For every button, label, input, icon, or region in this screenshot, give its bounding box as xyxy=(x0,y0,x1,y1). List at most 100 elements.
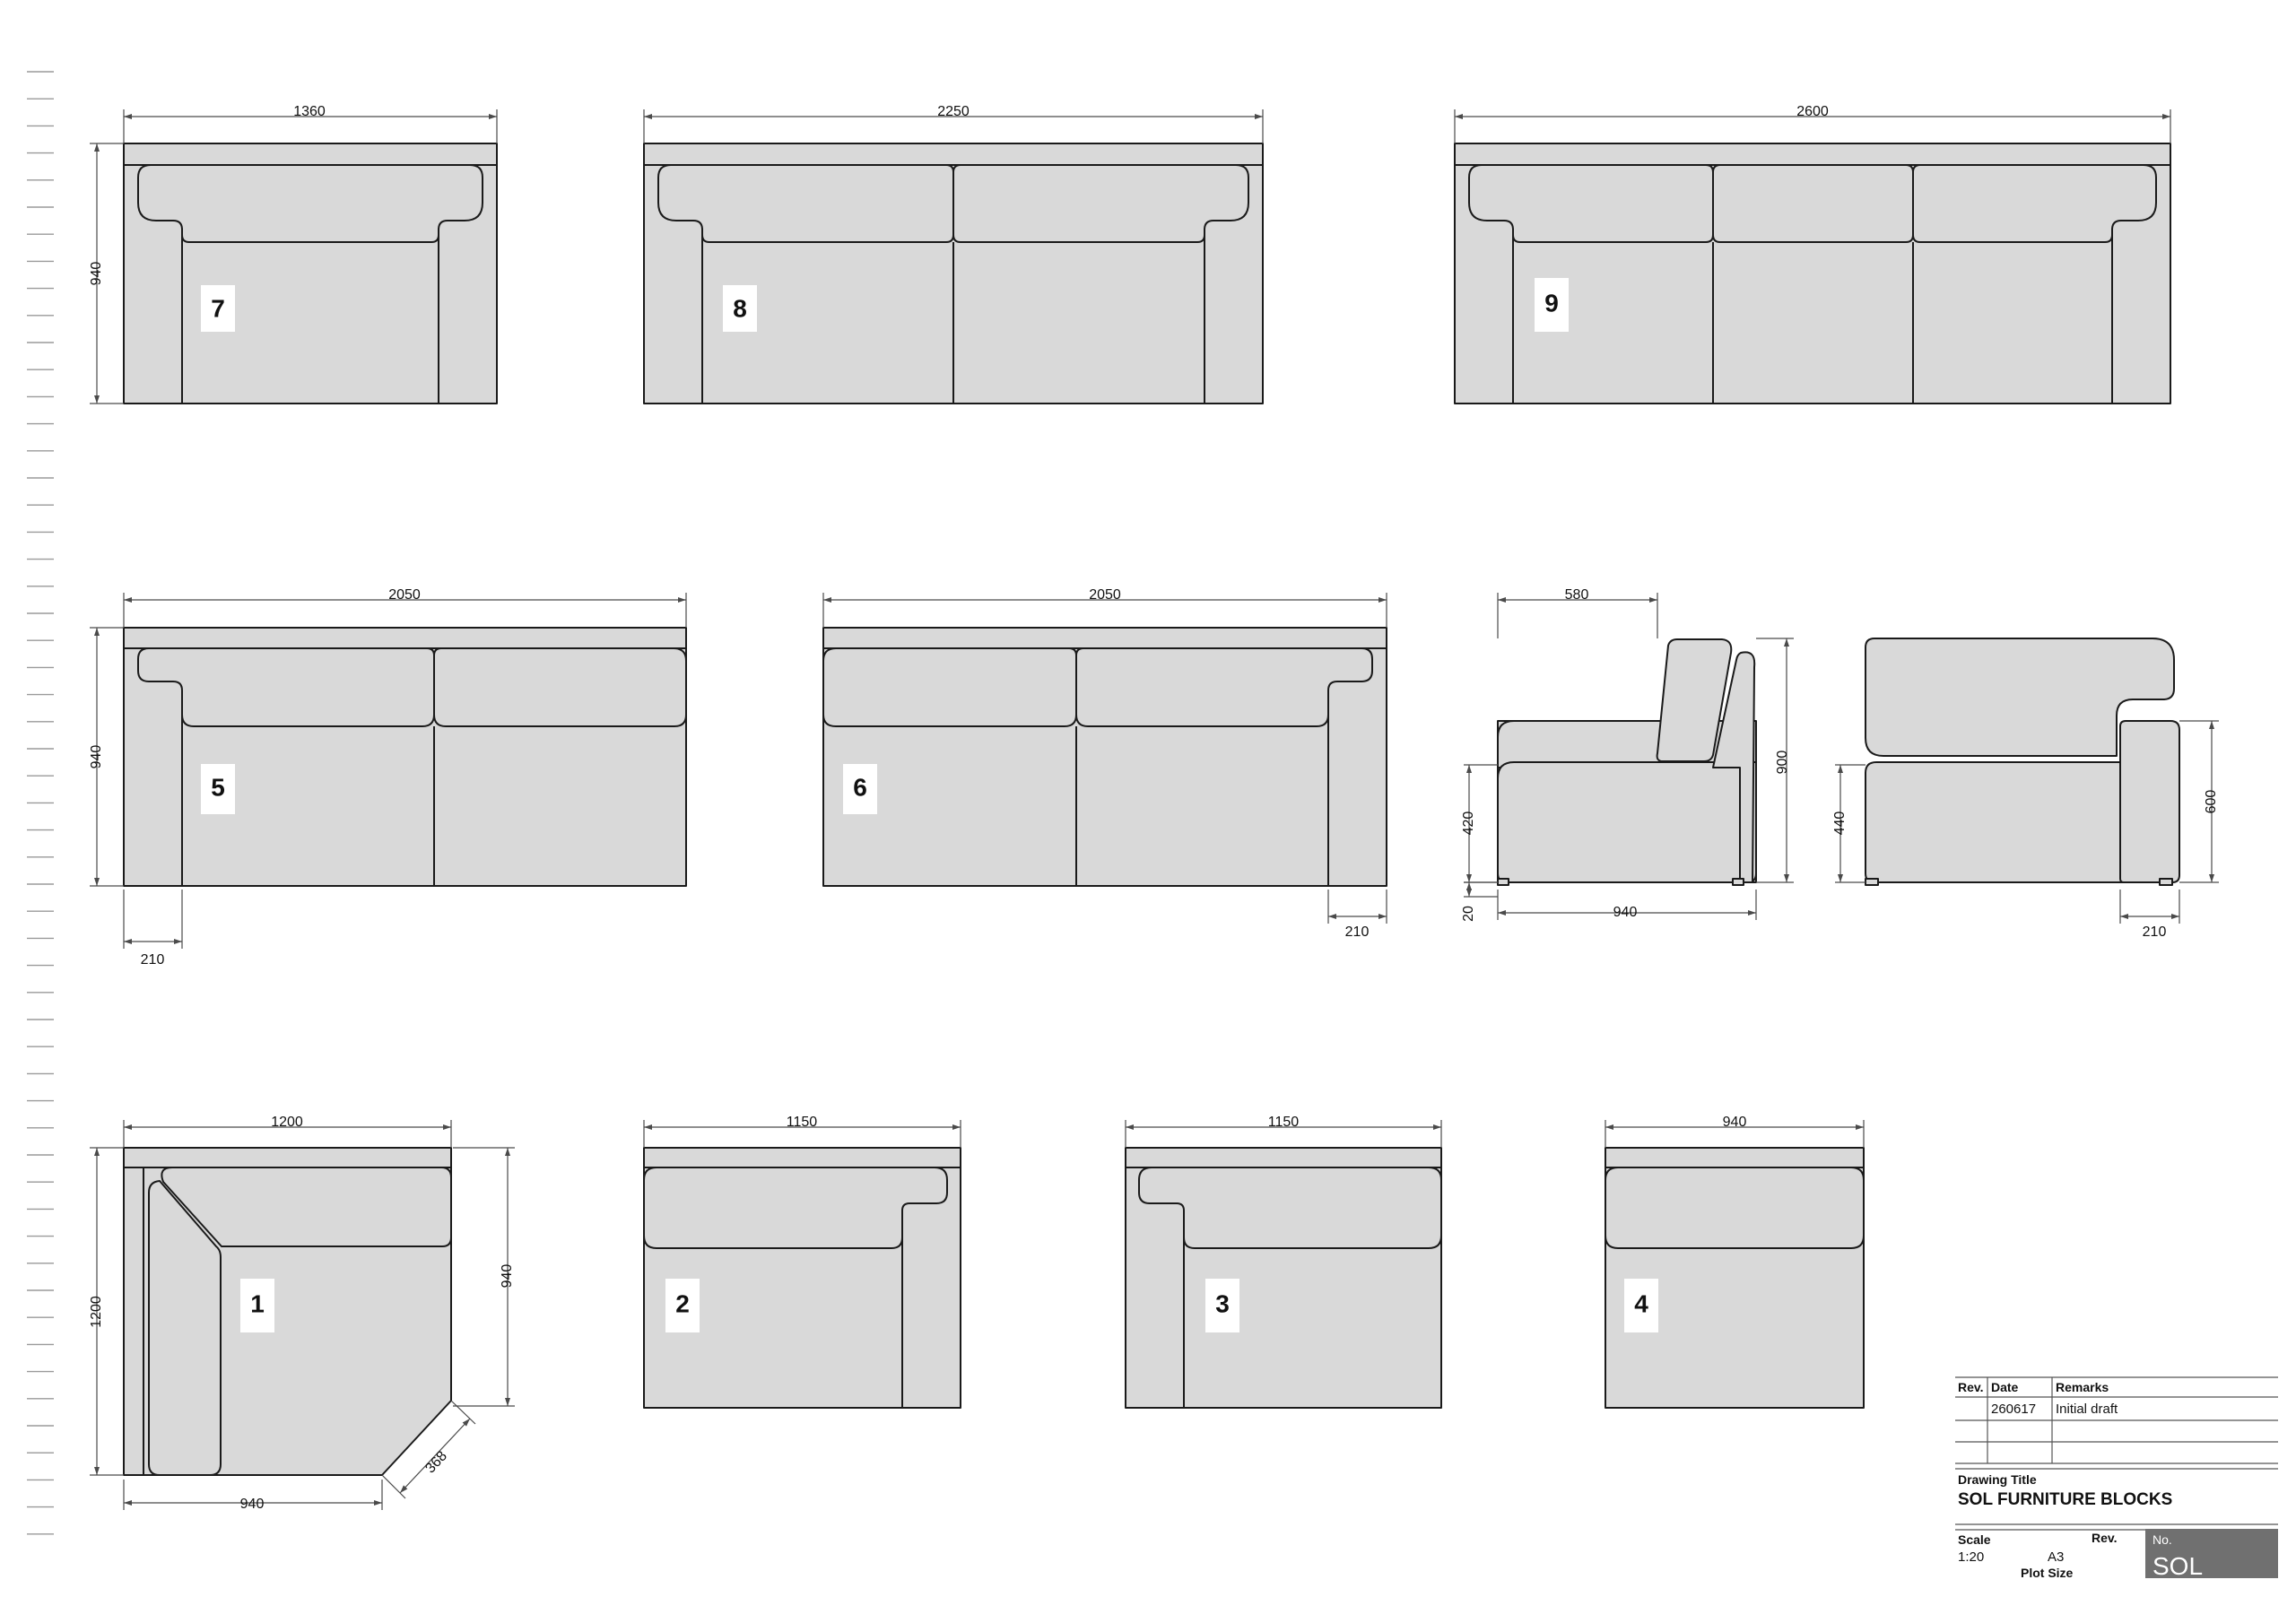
side-elevation-seat-back xyxy=(1497,638,1757,886)
block-9-plan: 9 xyxy=(1454,143,2171,404)
dim-1-bottom-width: 940 xyxy=(240,1497,265,1512)
block-5-plan: 5 xyxy=(123,627,687,887)
dimension-lines xyxy=(90,109,2219,1510)
dim-6-arm: 210 xyxy=(1345,924,1370,940)
dimension-arrowhead xyxy=(124,1124,132,1130)
block-7-plan: 7 xyxy=(123,143,498,404)
dim-side1-depth: 940 xyxy=(1613,905,1638,920)
block-4-plan: 4 xyxy=(1605,1147,1865,1409)
block-number-4: 4 xyxy=(1634,1289,1648,1317)
block-tag-bg xyxy=(201,285,235,332)
dimension-arrowhead xyxy=(1455,114,1463,119)
dim-5-width: 2050 xyxy=(388,587,421,603)
dimension-arrowhead xyxy=(1328,914,1336,919)
dim-side1-total-height: 900 xyxy=(1775,751,1790,775)
dim-side2-seat-height: 440 xyxy=(1832,812,1848,836)
dimension-arrowhead xyxy=(94,1467,100,1475)
date-column-header: Date xyxy=(1991,1380,2019,1394)
scale-value: 1:20 xyxy=(1958,1549,1984,1565)
dimension-arrowhead xyxy=(1649,597,1657,603)
dim-7-width: 1360 xyxy=(293,104,326,119)
dim-1-height: 1200 xyxy=(89,1296,104,1328)
block-8-plan: 8 xyxy=(643,143,1264,404)
scale-label: Scale xyxy=(1958,1532,1991,1547)
dimension-arrowhead xyxy=(1126,1124,1134,1130)
dim-4-width: 940 xyxy=(1723,1115,1747,1130)
dim-side1-width: 580 xyxy=(1565,587,1589,603)
dimension-arrowhead xyxy=(124,1500,132,1506)
dim-1-chamfer: 368 xyxy=(422,1448,450,1476)
dimension-arrowhead xyxy=(1498,910,1506,916)
dim-side1-leg-height: 20 xyxy=(1461,906,1476,922)
dim-8-width: 2250 xyxy=(937,104,970,119)
dimension-arrowhead xyxy=(1784,638,1789,647)
dimension-arrowhead xyxy=(1466,882,1472,890)
drawing-number: SOL xyxy=(2152,1552,2203,1580)
dimension-arrowhead xyxy=(94,628,100,636)
block-number-8: 8 xyxy=(733,294,747,322)
block-number-2: 2 xyxy=(675,1289,690,1317)
dim-side2-arm-height: 600 xyxy=(2204,790,2219,814)
dimension-arrowhead xyxy=(505,1148,510,1156)
drawing-title: SOL FURNITURE BLOCKS xyxy=(1958,1490,2172,1509)
dimension-arrowhead xyxy=(400,1485,408,1493)
extension-line xyxy=(381,1474,406,1499)
dimension-arrowhead xyxy=(94,878,100,886)
sheet-size: A3 xyxy=(2048,1549,2064,1565)
dimension-arrowhead xyxy=(644,114,652,119)
drawing-number-box xyxy=(2145,1529,2278,1578)
dim-9-width: 2600 xyxy=(1796,104,1829,119)
dimension-arrowhead xyxy=(678,597,686,603)
dimension-arrowhead xyxy=(1255,114,1263,119)
dimension-arrowhead xyxy=(124,114,132,119)
dimension-arrowhead xyxy=(2171,914,2179,919)
dimension-arrowhead xyxy=(644,1124,652,1130)
dimension-arrowhead xyxy=(1466,765,1472,773)
plot-size-label: Plot Size xyxy=(2021,1566,2074,1580)
dimension-arrowhead xyxy=(2162,114,2170,119)
extension-line xyxy=(450,1400,476,1425)
dimension-arrowhead xyxy=(952,1124,961,1130)
revision-label: Rev. xyxy=(2092,1531,2118,1545)
block-number-6: 6 xyxy=(853,773,867,801)
dimension-arrowhead xyxy=(1466,874,1472,882)
dimension-line xyxy=(399,1418,471,1494)
rev-column-header: Rev. xyxy=(1958,1380,1984,1394)
dim-5-arm: 210 xyxy=(141,952,165,968)
dim-side2-arm-width: 210 xyxy=(2143,924,2167,940)
dimension-arrowhead xyxy=(94,1148,100,1156)
dimension-arrowhead xyxy=(1498,597,1506,603)
block-1-plan-corner: 1 xyxy=(123,1147,452,1476)
dimension-arrowhead xyxy=(2209,721,2214,729)
dimension-arrowhead xyxy=(823,597,831,603)
dimension-arrowhead xyxy=(1378,914,1387,919)
margin-tick-marks xyxy=(27,71,54,1535)
dim-2-width: 1150 xyxy=(787,1115,818,1130)
dimension-arrowhead xyxy=(374,1500,382,1506)
dimension-arrowhead xyxy=(174,939,182,944)
dimension-arrowhead xyxy=(489,114,497,119)
dimension-arrowhead xyxy=(1378,597,1387,603)
dim-5-height: 940 xyxy=(89,745,104,769)
revision-remarks: Initial draft xyxy=(2056,1402,2118,1417)
block-2-plan: 2 xyxy=(643,1147,961,1409)
dimension-arrowhead xyxy=(1784,874,1789,882)
dimension-arrowhead xyxy=(1838,874,1843,882)
drawing-title-label: Drawing Title xyxy=(1958,1472,2037,1487)
dimension-labels: 1360 940 2250 2600 2050 940 210 2050 210… xyxy=(89,104,2219,1512)
dimension-arrowhead xyxy=(1856,1124,1864,1130)
block-number-3: 3 xyxy=(1215,1289,1230,1317)
block-number-7: 7 xyxy=(211,294,225,322)
dimension-arrowhead xyxy=(505,1398,510,1406)
dimension-arrowhead xyxy=(443,1124,451,1130)
dimension-arrowhead xyxy=(2120,914,2128,919)
block-3-plan: 3 xyxy=(1125,1147,1442,1409)
dim-side1-seat-height: 420 xyxy=(1461,812,1476,836)
dim-1-width: 1200 xyxy=(271,1115,303,1130)
dimension-arrowhead xyxy=(124,597,132,603)
block-number-1: 1 xyxy=(250,1289,265,1317)
dimension-arrowhead xyxy=(94,395,100,404)
revision-date: 260617 xyxy=(1991,1402,2036,1417)
dim-1-side-depth: 940 xyxy=(500,1264,515,1289)
block-6-plan: 6 xyxy=(822,627,1387,887)
